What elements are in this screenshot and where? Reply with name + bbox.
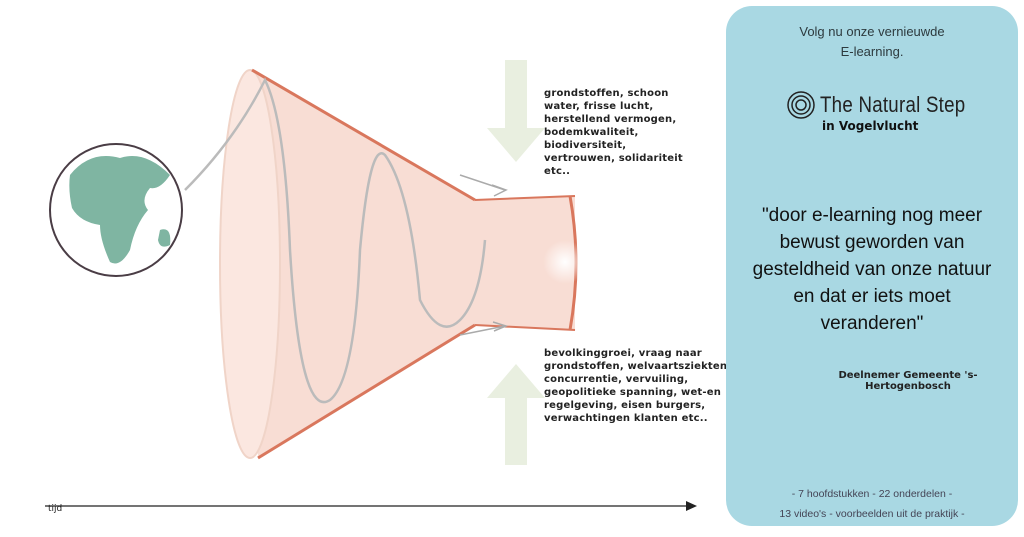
- pressures-text: bevolkinggroei, vraag naar grondstoffen,…: [544, 348, 728, 424]
- globe-icon: [49, 143, 183, 277]
- resources-text: grondstoffen, schoon water, frisse lucht…: [544, 88, 683, 177]
- testimonial-attribution: Deelnemer Gemeente 's-Hertogenbosch: [838, 370, 978, 392]
- logo: The Natural Step: [786, 90, 991, 120]
- logo-text: The Natural Step: [820, 92, 966, 117]
- promo-panel: Volg nu onze vernieuwde E-learning. The …: [726, 6, 1018, 526]
- spiral-logo-icon: [787, 91, 815, 119]
- course-facts: - 7 hoofdstukken - 22 onderdelen - 13 vi…: [779, 488, 965, 520]
- axis-arrowhead: [686, 501, 697, 511]
- axis-label: tijd: [48, 504, 63, 514]
- arrow-down: [487, 60, 545, 162]
- testimonial-quote: "door e-learning nog meer bewust geworde…: [752, 205, 992, 334]
- arrow-up: [487, 364, 545, 465]
- intro-text: Volg nu onze vernieuwde E-learning.: [799, 24, 945, 59]
- logo-subtitle: in Vogelvlucht: [822, 119, 919, 133]
- funnel: [184, 68, 587, 460]
